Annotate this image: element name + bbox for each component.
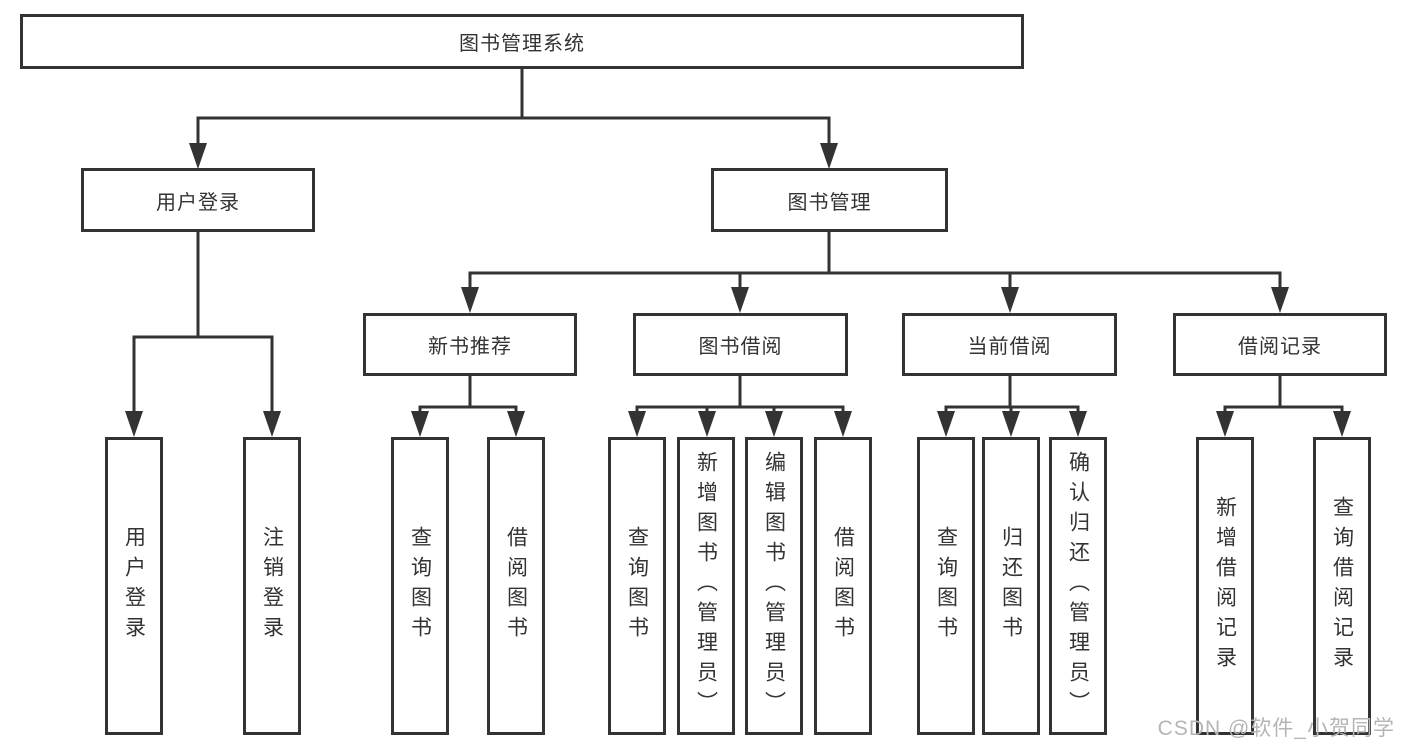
leaf-logout: 注销登录 bbox=[243, 437, 301, 735]
leaf-current-query-books: 查询图书 bbox=[917, 437, 975, 735]
csdn-watermark: CSDN @软件_小贺同学 bbox=[1157, 717, 1395, 740]
leaf-add-books-admin: 新增图书（管理员） bbox=[677, 437, 735, 735]
leaf-recommend-borrow-books-label: 借阅图书 bbox=[504, 526, 528, 646]
node-borrowing-records-label: 借阅记录 bbox=[1238, 336, 1322, 358]
node-new-book-recommend: 新书推荐 bbox=[363, 313, 577, 376]
node-root-label: 图书管理系统 bbox=[459, 33, 585, 55]
leaf-recommend-borrow-books: 借阅图书 bbox=[487, 437, 545, 735]
leaf-confirm-return-admin: 确认归还（管理员） bbox=[1049, 437, 1107, 735]
leaf-borrow-books: 借阅图书 bbox=[814, 437, 872, 735]
leaf-add-books-admin-label: 新增图书（管理员） bbox=[694, 451, 718, 721]
leaf-edit-books-admin: 编辑图书（管理员） bbox=[745, 437, 803, 735]
leaf-user-login: 用户登录 bbox=[105, 437, 163, 735]
leaf-add-borrow-record: 新增借阅记录 bbox=[1196, 437, 1254, 735]
leaf-current-query-books-label: 查询图书 bbox=[934, 526, 958, 646]
leaf-borrow-books-label: 借阅图书 bbox=[831, 526, 855, 646]
leaf-recommend-query-books-label: 查询图书 bbox=[408, 526, 432, 646]
leaf-edit-books-admin-label: 编辑图书（管理员） bbox=[762, 451, 786, 721]
node-new-book-recommend-label: 新书推荐 bbox=[428, 336, 512, 358]
node-book-borrowing-label: 图书借阅 bbox=[698, 336, 783, 358]
leaf-borrowing-query-books-label: 查询图书 bbox=[625, 526, 649, 646]
leaf-user-login-label: 用户登录 bbox=[122, 526, 146, 646]
node-borrowing-records: 借阅记录 bbox=[1173, 313, 1387, 376]
node-user-login: 用户登录 bbox=[81, 168, 315, 232]
leaf-recommend-query-books: 查询图书 bbox=[391, 437, 449, 735]
node-root: 图书管理系统 bbox=[20, 14, 1024, 69]
leaf-return-books: 归还图书 bbox=[982, 437, 1040, 735]
node-user-login-label: 用户登录 bbox=[156, 191, 240, 214]
leaf-query-borrow-record: 查询借阅记录 bbox=[1313, 437, 1371, 735]
leaf-add-borrow-record-label: 新增借阅记录 bbox=[1213, 496, 1237, 676]
node-current-borrowing-label: 当前借阅 bbox=[967, 336, 1052, 358]
node-book-management-label: 图书管理 bbox=[787, 191, 872, 214]
leaf-borrowing-query-books: 查询图书 bbox=[608, 437, 666, 735]
leaf-query-borrow-record-label: 查询借阅记录 bbox=[1330, 496, 1354, 676]
leaf-return-books-label: 归还图书 bbox=[999, 526, 1023, 646]
node-current-borrowing: 当前借阅 bbox=[902, 313, 1117, 376]
leaf-confirm-return-admin-label: 确认归还（管理员） bbox=[1066, 451, 1090, 721]
node-book-borrowing: 图书借阅 bbox=[633, 313, 848, 376]
leaf-logout-label: 注销登录 bbox=[260, 526, 284, 646]
node-book-management: 图书管理 bbox=[711, 168, 948, 232]
